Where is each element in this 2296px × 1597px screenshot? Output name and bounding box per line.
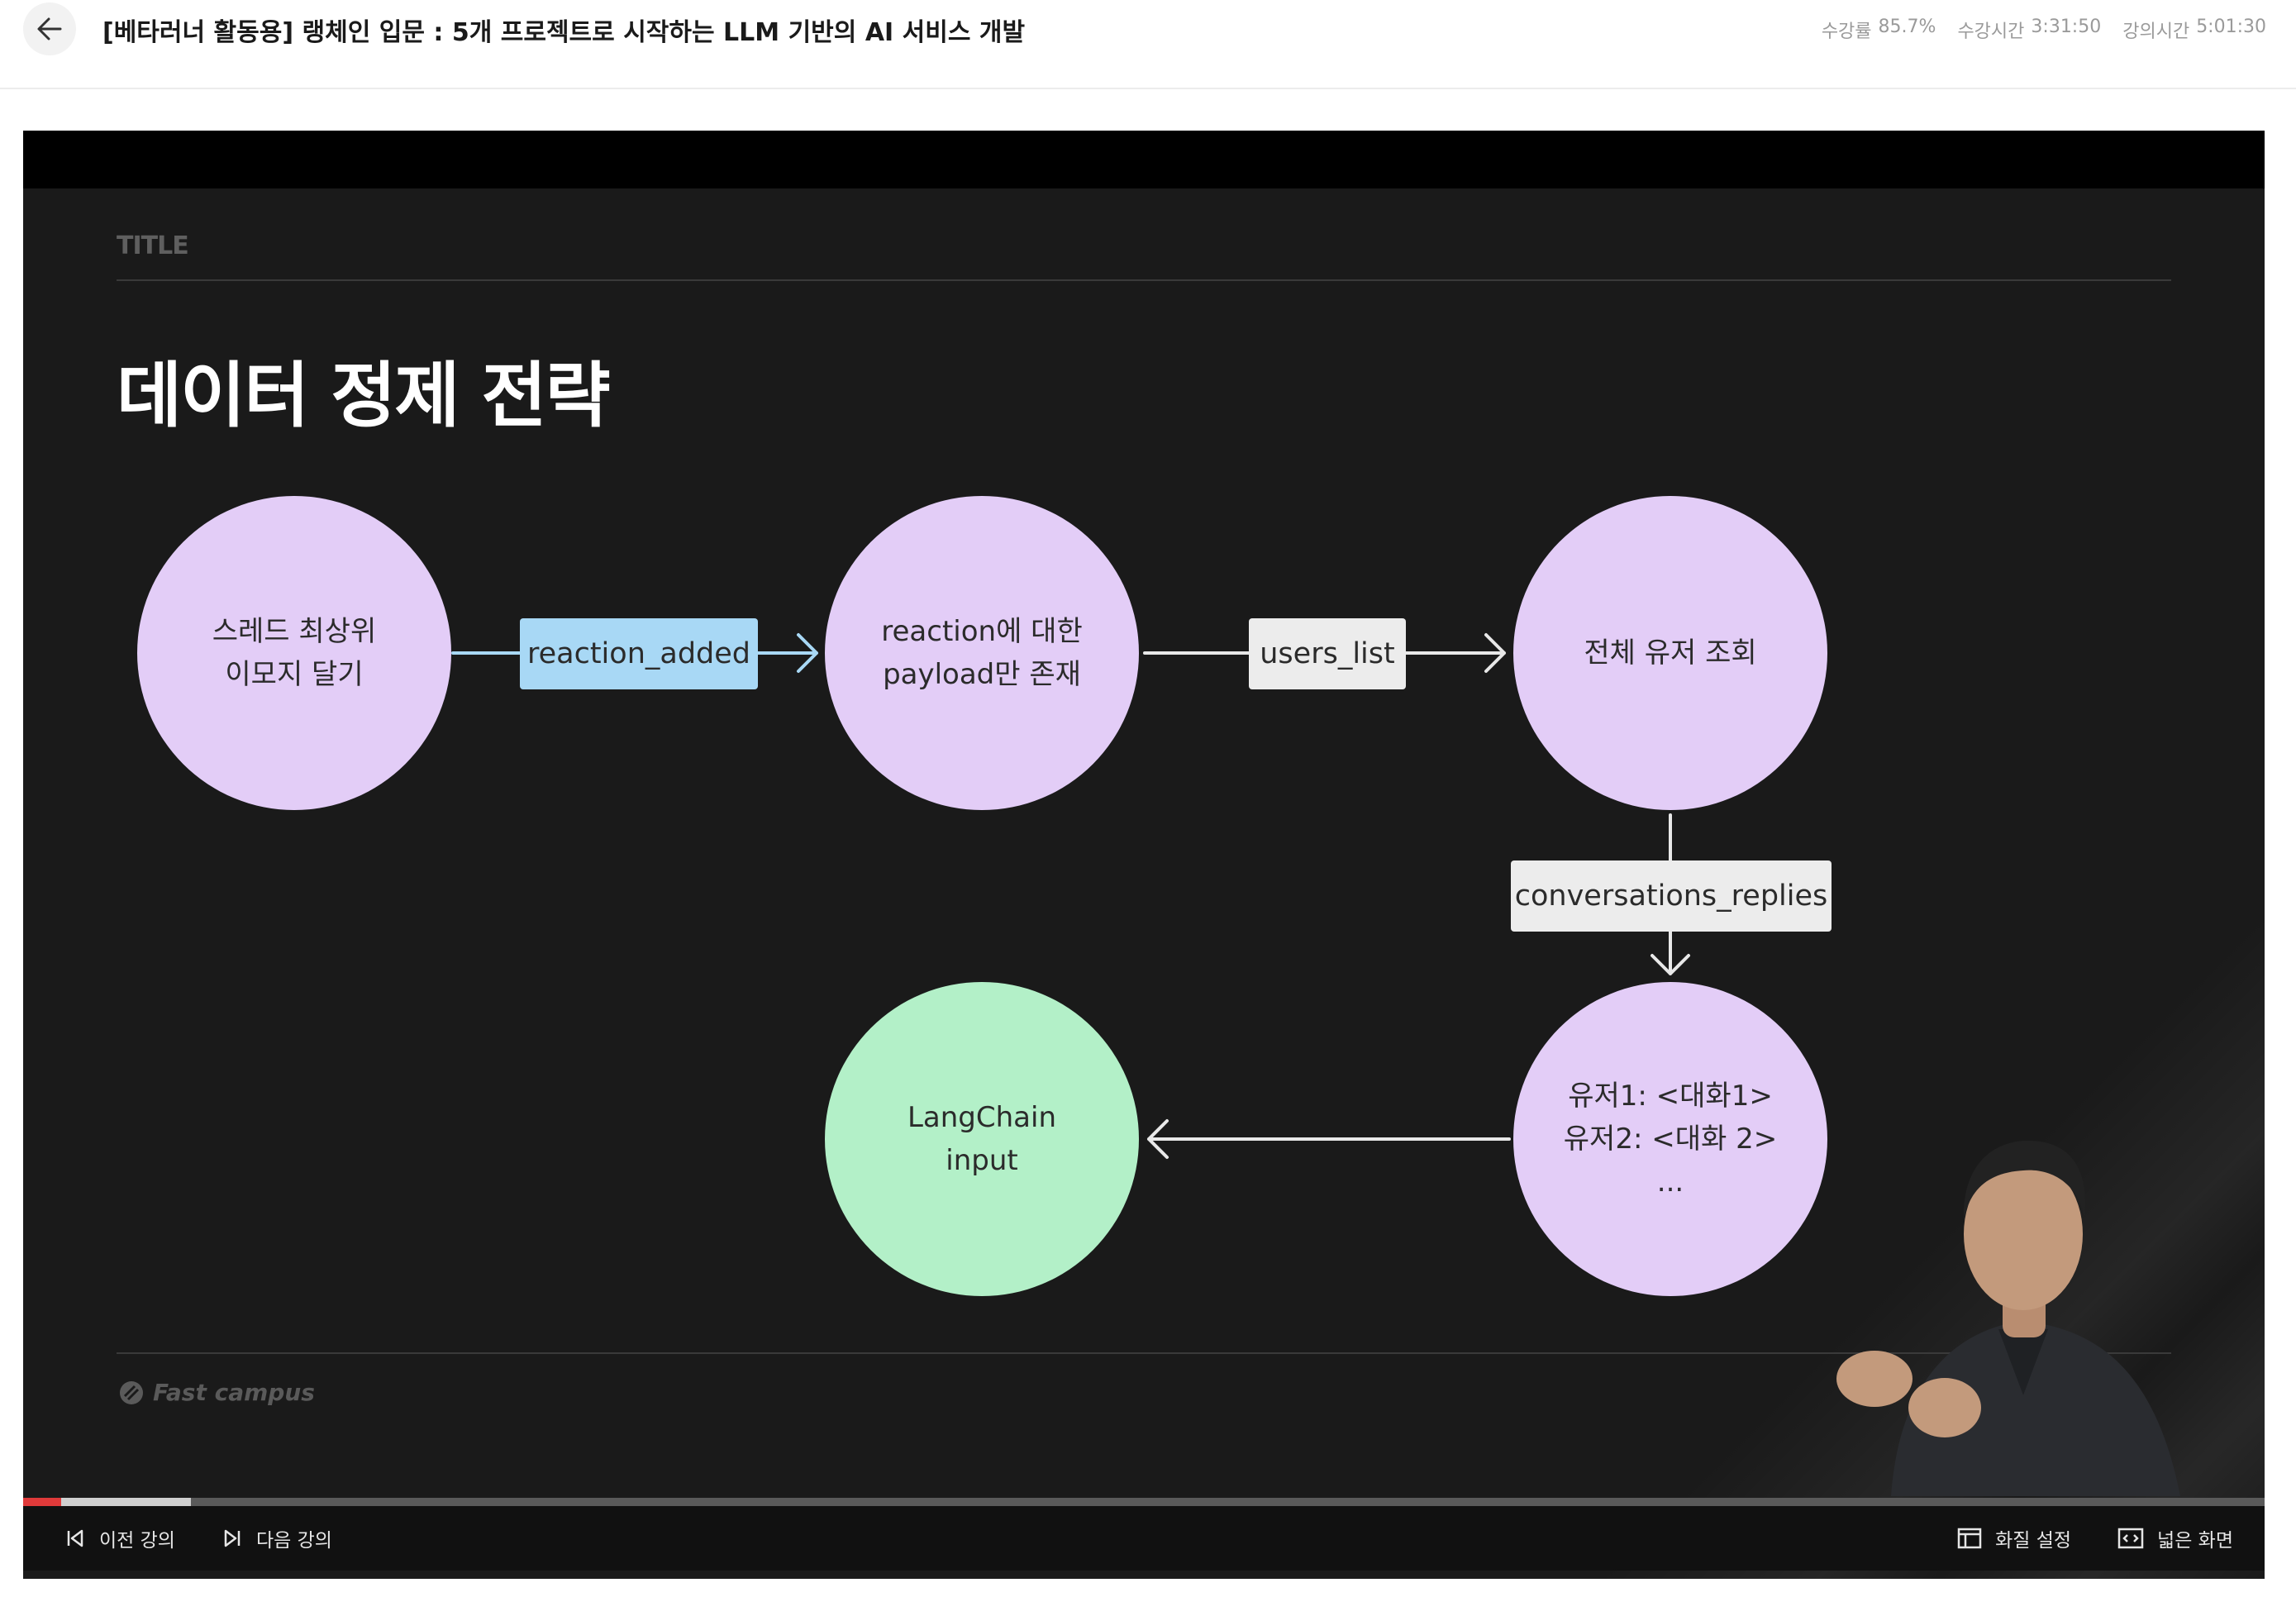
stat-lecture-time: 강의시간 5:01:30 <box>2122 17 2266 43</box>
progress-played <box>23 1498 61 1506</box>
skip-next-icon <box>222 1528 243 1549</box>
fastcampus-logo-icon <box>118 1380 145 1406</box>
lecture-navigation: 이전 강의 다음 강의 <box>64 1524 332 1552</box>
next-lecture-label: 다음 강의 <box>256 1524 332 1552</box>
back-button[interactable] <box>23 2 76 55</box>
node-all-users: 전체 유저 조회 <box>1513 496 1827 810</box>
stat-watch-time-label: 수강시간 <box>1957 17 2024 43</box>
next-lecture-button[interactable]: 다음 강의 <box>222 1524 332 1552</box>
stat-progress-label: 수강률 <box>1822 17 1872 43</box>
view-options: 화질 설정 넓은 화면 <box>1957 1524 2233 1552</box>
stat-watch-time-value: 3:31:50 <box>2031 17 2101 43</box>
course-title: [베타러너 활동용] 랭체인 입문 : 5개 프로젝트로 시작하는 LLM 기반… <box>102 12 1025 48</box>
node-thread-emoji: 스레드 최상위 이모지 달기 <box>137 496 451 810</box>
edge-label-users-list: users_list <box>1249 618 1406 689</box>
edge-label-reaction-added: reaction_added <box>520 618 758 689</box>
quality-settings-button[interactable]: 화질 설정 <box>1957 1524 2071 1552</box>
brand-logo: Fast campus <box>118 1379 315 1406</box>
wide-screen-button[interactable]: 넓은 화면 <box>2117 1524 2233 1552</box>
arrow-left-icon <box>36 15 64 43</box>
node-reaction-payload: reaction에 대한 payload만 존재 <box>825 496 1139 810</box>
quality-settings-icon <box>1957 1528 1982 1549</box>
lecture-header: [베타러너 활동용] 랭체인 입문 : 5개 프로젝트로 시작하는 LLM 기반… <box>0 0 2296 89</box>
stat-progress-value: 85.7% <box>1879 17 1936 43</box>
progress-bar[interactable] <box>23 1498 2265 1506</box>
arrow-to-langchain <box>1149 1121 1509 1157</box>
prev-lecture-label: 이전 강의 <box>99 1524 175 1552</box>
lecture-slide: TITLE 데이터 정제 전략 스레드 최상위 이모지 달기 reaction에… <box>23 188 2265 1579</box>
edge-label-conversations-replies: conversations_replies <box>1511 860 1832 932</box>
node-conversations: 유저1: <대화1> 유저2: <대화 2> ... <box>1513 982 1827 1296</box>
presenter-video <box>1792 1081 2255 1496</box>
lecture-stats: 수강률 85.7% 수강시간 3:31:50 강의시간 5:01:30 <box>1822 17 2266 43</box>
prev-lecture-button[interactable]: 이전 강의 <box>64 1524 175 1552</box>
node-langchain-input: LangChain input <box>825 982 1139 1296</box>
stat-watch-time: 수강시간 3:31:50 <box>1957 17 2101 43</box>
skip-previous-icon <box>64 1528 86 1549</box>
stat-lecture-time-label: 강의시간 <box>2122 17 2189 43</box>
wide-screen-icon <box>2117 1528 2144 1549</box>
wide-screen-label: 넓은 화면 <box>2157 1524 2233 1552</box>
player-controls: 이전 강의 다음 강의 화질 설정 넓은 화면 <box>23 1506 2265 1571</box>
stat-progress: 수강률 85.7% <box>1822 17 1936 43</box>
video-player[interactable]: TITLE 데이터 정제 전략 스레드 최상위 이모지 달기 reaction에… <box>23 131 2265 1571</box>
brand-name: Fast campus <box>153 1379 315 1406</box>
stat-lecture-time-value: 5:01:30 <box>2196 17 2266 43</box>
quality-settings-label: 화질 설정 <box>1995 1524 2071 1552</box>
